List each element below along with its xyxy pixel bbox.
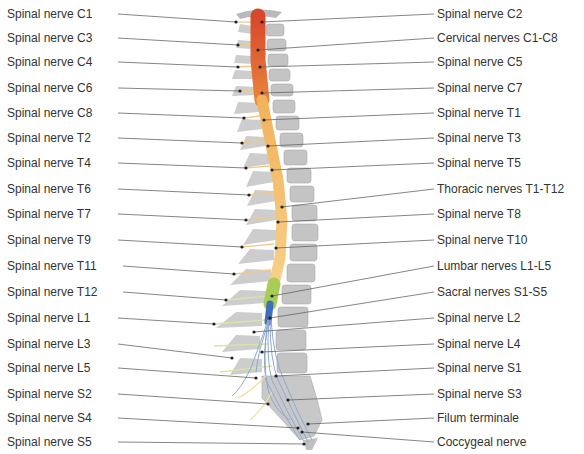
nerve-label: Spinal nerve L3 [7,337,90,351]
nerve-label: Spinal nerve T8 [437,207,521,221]
nerve-label: Spinal nerve S1 [437,361,522,375]
nerve-label: Spinal nerve C6 [7,81,92,95]
nerve-label: Spinal nerve C4 [7,55,92,69]
nerve-label: Spinal nerve T9 [7,233,91,247]
coccyx [304,438,318,450]
nerve-label: Spinal nerve C1 [7,7,92,21]
cauda-equina [232,320,312,442]
sacral-roots [238,376,272,420]
nerve-label: Spinal nerve L1 [7,311,90,325]
nerve-label: Spinal nerve T5 [437,156,521,170]
nerve-label: Spinal nerve C7 [437,81,522,95]
nerve-label: Spinal nerve T11 [7,259,97,273]
nerve-label: Spinal nerve S4 [7,411,92,425]
thoracic-cord [262,100,282,284]
nerve-label: Spinal nerve L2 [437,311,520,325]
nerve-label: Spinal nerve T10 [437,233,528,247]
nerve-label: Spinal nerve T1 [437,106,521,120]
nerve-label: Spinal nerve S2 [7,387,92,401]
nerve-label: Sacral nerves S1-S5 [437,285,547,299]
nerve-label: Spinal nerve C3 [7,31,92,45]
nerve-label: Spinal nerve S5 [7,435,92,449]
nerve-label: Spinal nerve T4 [7,156,91,170]
leader-lines [118,14,434,444]
nerve-label: Spinal nerve S3 [437,387,522,401]
nerve-label: Filum terminale [437,411,519,425]
nerve-label: Spinal nerve T2 [7,131,91,145]
sacrum [262,376,322,440]
nerve-label: Spinal nerve T6 [7,182,91,196]
nerve-label: Spinal nerve C2 [437,7,522,21]
nerve-label: Spinal nerve T12 [7,285,98,299]
nerve-label: Spinal nerve T7 [7,207,91,221]
cervical-cord [258,16,262,100]
nerve-label: Cervical nerves C1-C8 [437,31,558,45]
nerve-label: Coccygeal nerve [437,435,526,449]
nerve-label: Spinal nerve L5 [7,361,90,375]
nerve-label: Thoracic nerves T1-T12 [437,182,564,196]
nerve-label: Spinal nerve C8 [7,106,92,120]
nerve-label: Spinal nerve L4 [437,337,520,351]
nerve-label: Spinal nerve T3 [437,131,521,145]
nerve-label: Spinal nerve C5 [437,55,522,69]
nerve-label: Lumbar nerves L1-L5 [437,259,551,273]
leader-dots [212,20,309,445]
